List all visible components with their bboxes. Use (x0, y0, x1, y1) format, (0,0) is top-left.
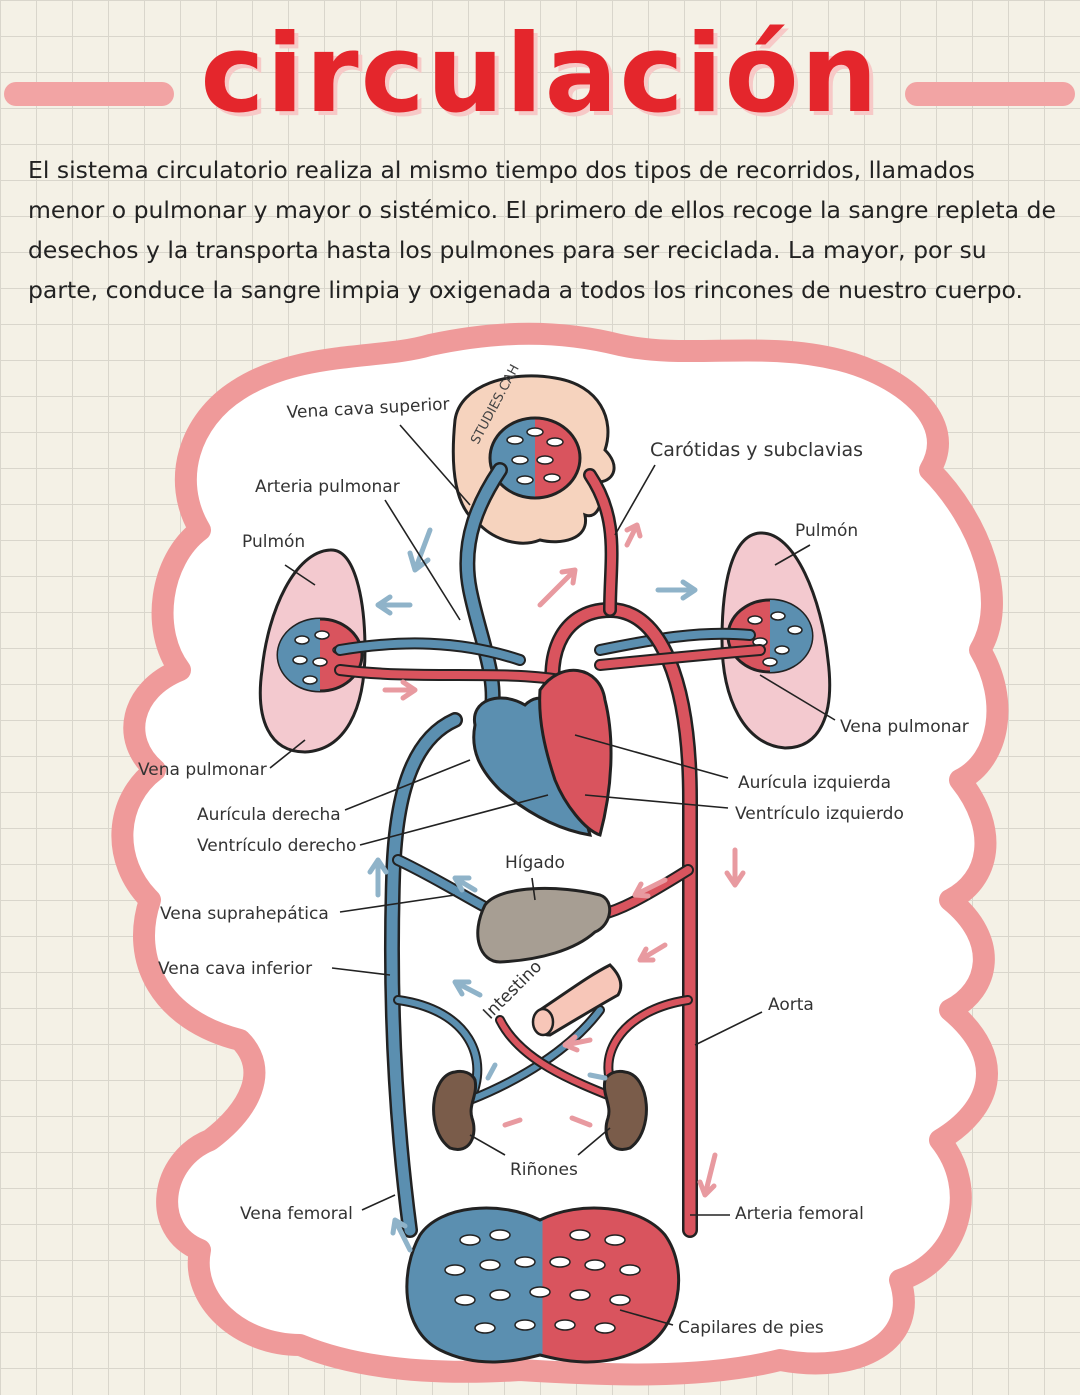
lung-right (720, 531, 832, 750)
label-carotidas: Carótidas y subclavias (650, 439, 863, 461)
label-pulmon-left: Pulmón (242, 532, 305, 552)
label-ventriculo-derecho: Ventrículo derecho (197, 836, 356, 856)
label-vena-femoral: Vena femoral (240, 1204, 353, 1224)
title-bar-right (905, 82, 1075, 106)
label-vena-pulmonar-left: Vena pulmonar (138, 760, 267, 780)
foot-capillaries (405, 1206, 681, 1364)
flow-arrows (367, 522, 746, 1253)
label-arteria-pulmonar: Arteria pulmonar (255, 477, 400, 497)
heart (472, 668, 613, 837)
liver (476, 886, 611, 964)
label-vena-suprahepatica: Vena suprahepática (160, 904, 329, 924)
intestine (531, 963, 623, 1037)
label-aorta: Aorta (768, 995, 814, 1015)
label-ventriculo-izquierdo: Ventrículo izquierdo (735, 804, 904, 824)
label-vena-cava-inferior: Vena cava inferior (158, 959, 312, 979)
page-title: circulación (200, 12, 880, 137)
label-auricula-izquierda: Aurícula izquierda (738, 773, 891, 793)
title-bar-left (4, 82, 174, 106)
label-pulmon-right: Pulmón (795, 521, 858, 541)
label-capilares-pies: Capilares de pies (678, 1318, 824, 1338)
label-auricula-derecha: Aurícula derecha (197, 805, 341, 825)
label-vena-pulmonar-right: Vena pulmonar (840, 717, 969, 737)
arterial-vessels (334, 468, 766, 1238)
label-arteria-femoral: Arteria femoral (735, 1204, 864, 1224)
leader-lines (269, 424, 836, 1326)
intro-paragraph: El sistema circulatorio realiza al mismo… (28, 156, 1056, 304)
label-rinones: Riñones (510, 1160, 578, 1180)
label-higado: Hígado (505, 853, 565, 873)
kidneys (432, 1069, 648, 1151)
